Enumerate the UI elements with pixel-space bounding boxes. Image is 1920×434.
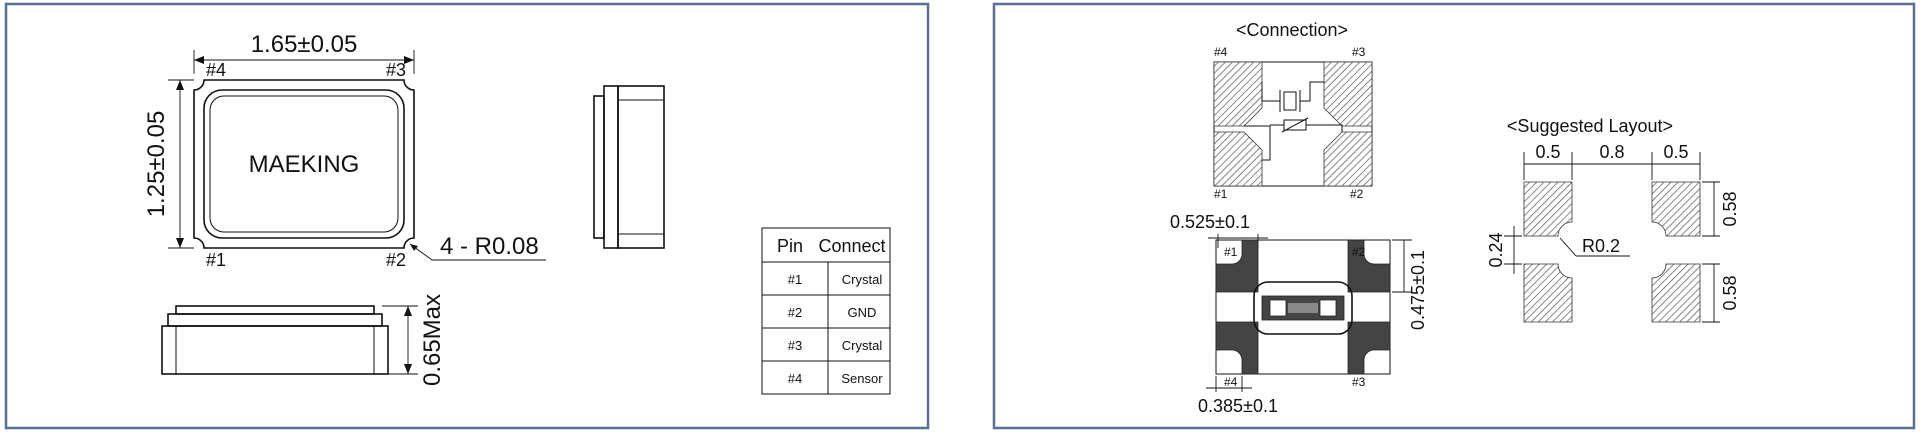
pad-height-dimension: 0.475±0.1 bbox=[1408, 250, 1428, 330]
layout-dim-right: 0.5 bbox=[1663, 142, 1688, 162]
lid-outline bbox=[203, 89, 405, 239]
pad-width-dimension: 0.525±0.1 bbox=[1170, 212, 1250, 232]
bottom-pin1-label: #1 bbox=[1224, 245, 1238, 259]
suggested-layout: <Suggested Layout> 0.5 0.8 0.5 0.58 0.58… bbox=[1486, 116, 1740, 323]
table-cell-connect: Crystal bbox=[842, 338, 883, 353]
layout-pad bbox=[1651, 181, 1701, 237]
connection-title: <Connection> bbox=[1236, 20, 1348, 40]
layout-dim-top-height: 0.58 bbox=[1720, 191, 1740, 226]
layout-pad bbox=[1651, 263, 1701, 323]
layout-dim-bottom-height: 0.58 bbox=[1720, 275, 1740, 310]
top-view: 1.65±0.05 1.25±0.05 MAEKING #4 #3 #1 #2 … bbox=[143, 31, 546, 270]
layout-dim-gap: 0.24 bbox=[1486, 232, 1506, 267]
table-header-connect: Connect bbox=[818, 236, 885, 256]
table-cell-pin: #4 bbox=[788, 371, 802, 386]
bottom-view: 0.525±0.1 #1 #2 #4 #3 0.475±0.1 0.385±0.… bbox=[1170, 212, 1428, 416]
bottom-dimension: 0.385±0.1 bbox=[1198, 396, 1278, 416]
pin-table: Pin Connect #1 Crystal #2 GND #3 Crystal… bbox=[761, 227, 891, 395]
conn-pin4-label: #4 bbox=[1214, 45, 1228, 59]
corner-radius-label: 4 - R0.08 bbox=[440, 233, 539, 260]
layout-radius-label: R0.2 bbox=[1582, 236, 1620, 256]
bottom-pin3-label: #3 bbox=[1352, 375, 1366, 389]
table-cell-connect: Sensor bbox=[841, 371, 883, 386]
connection-diagram: <Connection> #4 #3 #1 #2 bbox=[1213, 20, 1373, 201]
marking-text: MAEKING bbox=[249, 151, 360, 178]
pin3-label: #3 bbox=[386, 60, 406, 80]
layout-dim-left: 0.5 bbox=[1535, 142, 1560, 162]
side-view bbox=[593, 85, 665, 249]
conn-pin1-label: #1 bbox=[1214, 187, 1228, 201]
table-cell-connect: Crystal bbox=[842, 272, 883, 287]
width-dimension: 1.65±0.05 bbox=[251, 31, 358, 58]
table-cell-pin: #3 bbox=[788, 338, 802, 353]
layout-title: <Suggested Layout> bbox=[1507, 116, 1673, 136]
left-panel bbox=[4, 2, 930, 430]
bottom-pin2-label: #2 bbox=[1352, 245, 1366, 259]
package-outline bbox=[193, 79, 415, 249]
height-dimension: 1.25±0.05 bbox=[143, 111, 170, 218]
layout-dim-center: 0.8 bbox=[1599, 142, 1624, 162]
bottom-pin4-label: #4 bbox=[1224, 375, 1238, 389]
table-cell-pin: #1 bbox=[788, 272, 802, 287]
pin2-label: #2 bbox=[386, 250, 406, 270]
table-cell-connect: GND bbox=[848, 305, 877, 320]
table-header-pin: Pin bbox=[777, 236, 803, 256]
pin4-label: #4 bbox=[206, 60, 226, 80]
table-cell-pin: #2 bbox=[788, 305, 802, 320]
pin1-label: #1 bbox=[206, 250, 226, 270]
right-panel bbox=[992, 2, 1916, 430]
conn-pin3-label: #3 bbox=[1352, 45, 1366, 59]
layout-pad bbox=[1523, 181, 1573, 237]
front-view: 0.65Max bbox=[161, 294, 446, 386]
layout-pad bbox=[1523, 263, 1573, 323]
height-max-label: 0.65Max bbox=[419, 294, 446, 386]
conn-pin2-label: #2 bbox=[1350, 187, 1364, 201]
